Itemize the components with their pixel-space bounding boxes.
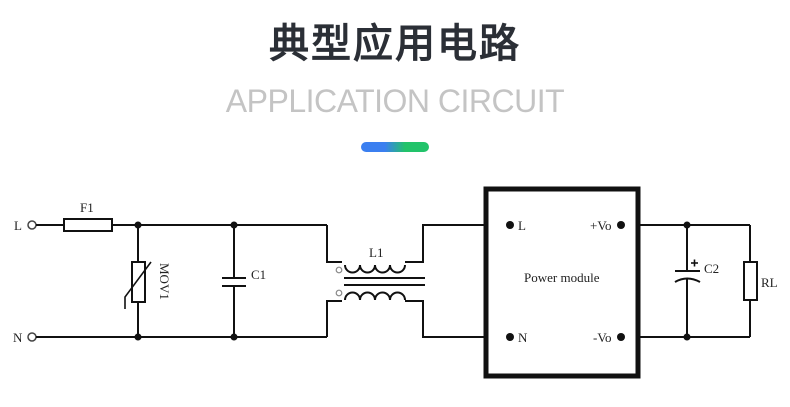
pin-vo-pos-dot — [617, 221, 625, 229]
pin-n-label: N — [518, 330, 528, 345]
power-module-box — [483, 186, 641, 379]
wire-line-in — [27, 220, 342, 263]
junction-dot — [683, 221, 691, 229]
junction-dot — [230, 221, 238, 229]
junction-dot — [134, 333, 142, 341]
polarity-dot-icon — [335, 266, 343, 274]
varistor-mov1-icon — [124, 225, 152, 337]
pin-l-label: L — [518, 218, 526, 233]
choke-l1-icon — [335, 224, 485, 338]
polarity-dot-icon — [335, 289, 343, 297]
pin-vo-pos-label: +Vo — [590, 218, 612, 233]
pin-vo-neg-label: -Vo — [593, 330, 612, 345]
terminal-n-icon — [27, 332, 37, 342]
varistor-label: MOV1 — [157, 263, 172, 300]
pin-vo-neg-dot — [617, 333, 625, 341]
capacitor-c1-label: C1 — [251, 267, 266, 282]
fuse-f1-icon — [63, 218, 113, 232]
capacitor-c1-icon — [222, 225, 246, 337]
page-title: 典型应用电路 — [269, 21, 521, 67]
choke-l1-label: L1 — [369, 245, 383, 260]
capacitor-c2-label: C2 — [704, 261, 719, 276]
pin-n-dot — [506, 333, 514, 341]
junction-dot — [230, 333, 238, 341]
module-label: Power module — [524, 270, 600, 285]
pin-l-dot — [506, 221, 514, 229]
accent-divider — [361, 142, 429, 152]
wire-neutral-in — [27, 300, 342, 342]
fuse-label: F1 — [80, 200, 94, 215]
terminal-n-label: N — [13, 330, 23, 345]
terminal-l-label: L — [14, 218, 22, 233]
resistor-rl-icon — [743, 225, 758, 337]
capacitor-c2-icon — [674, 225, 701, 337]
page-subtitle: APPLICATION CIRCUIT — [225, 83, 565, 119]
junction-dot — [134, 221, 142, 229]
terminal-l-icon — [27, 220, 37, 230]
resistor-rl-label: RL — [761, 275, 778, 290]
junction-dot — [683, 333, 691, 341]
